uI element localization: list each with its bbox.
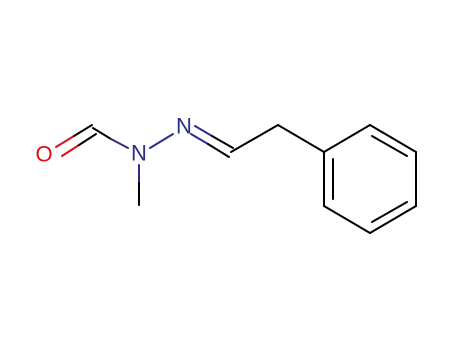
imine-nitrogen-atom-label: N: [176, 114, 192, 139]
amide-nitrogen-atom-label: N: [131, 141, 147, 166]
ch2-ring-bond: [277, 124, 325, 153]
n-n-single-bond: [149, 133, 174, 149]
ch-ch2-bond: [230, 124, 279, 153]
formyl-to-amide-n-bond: [92, 127, 129, 149]
benzene-ring: [323, 124, 417, 234]
oxygen-atom-label: O: [35, 142, 52, 167]
carbonyl-double-bond: [55, 124, 97, 157]
imine-double-bond: [190, 125, 234, 158]
